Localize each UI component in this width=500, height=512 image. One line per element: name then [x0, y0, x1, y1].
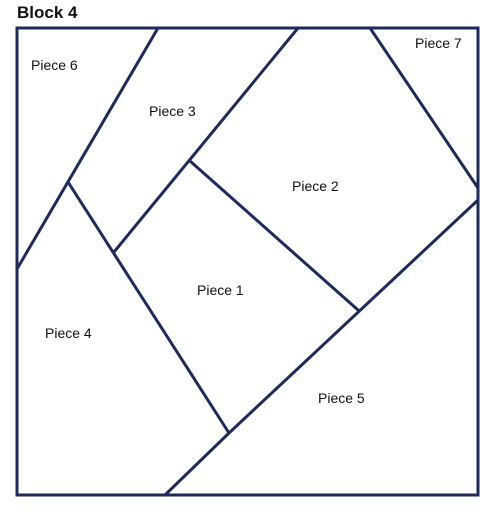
seam-piece3-diagonal [112, 26, 300, 254]
seam-lines [15, 26, 480, 497]
seam-piece6-left [15, 26, 160, 271]
piece-label-7: Piece 7 [415, 35, 462, 51]
piece-label-3: Piece 3 [149, 103, 196, 119]
piece-label-2: Piece 2 [292, 178, 339, 194]
block-border [15, 26, 480, 497]
block-title: Block 4 [17, 3, 78, 22]
piece-label-1: Piece 1 [197, 282, 244, 298]
seam-piece2-piece5 [227, 198, 480, 435]
piece-label-5: Piece 5 [318, 390, 365, 406]
seam-piece1-piece2 [188, 159, 360, 312]
seam-piece4-piece3 [66, 180, 231, 435]
piece-label-4: Piece 4 [45, 325, 92, 341]
piece-label-6: Piece 6 [31, 57, 78, 73]
seam-piece7 [368, 26, 480, 190]
seam-piece5-bottom [163, 431, 231, 497]
piece-labels: Piece 1 Piece 2 Piece 3 Piece 4 Piece 5 … [31, 35, 462, 406]
